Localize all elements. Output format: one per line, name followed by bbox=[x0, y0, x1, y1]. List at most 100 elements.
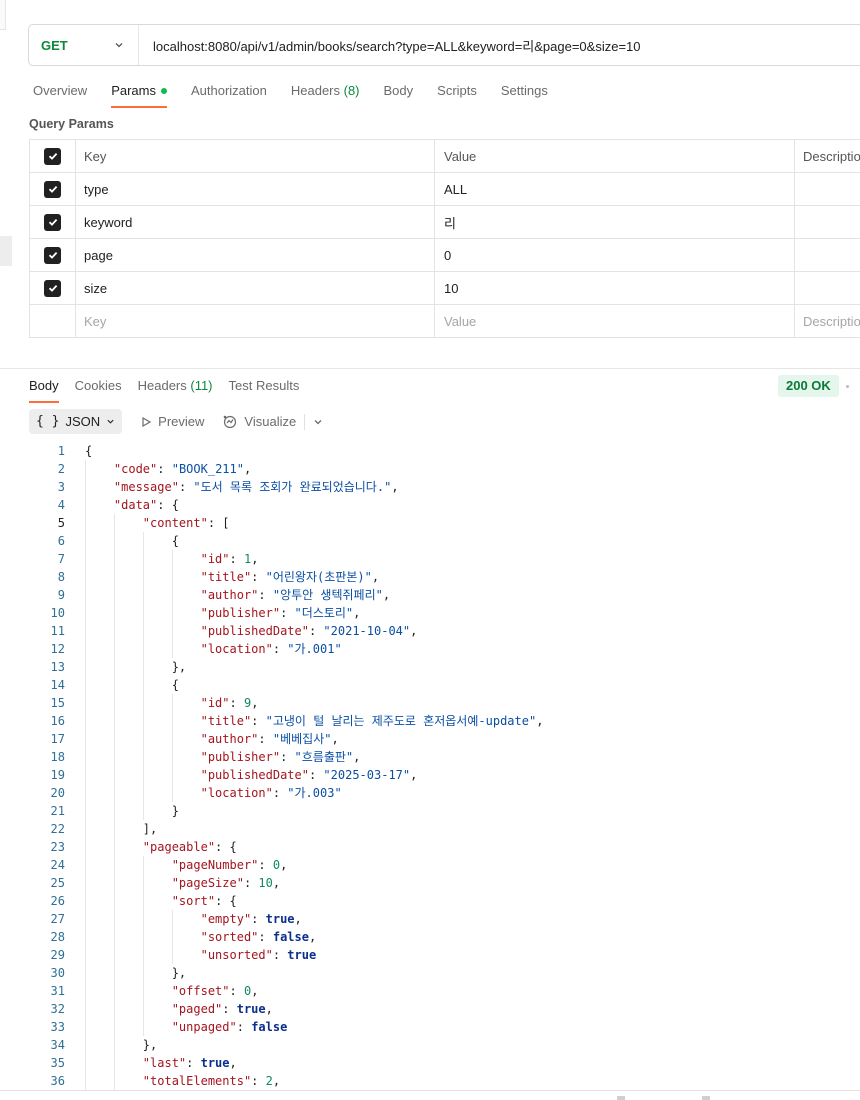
code-content: "location": "가.001" bbox=[65, 640, 342, 658]
code-content: } bbox=[65, 802, 179, 820]
line-number: 7 bbox=[57, 552, 65, 566]
param-key[interactable]: size bbox=[76, 272, 435, 304]
param-value[interactable]: ALL bbox=[435, 173, 795, 205]
tab-label: Settings bbox=[500, 83, 548, 98]
indent-guide bbox=[113, 730, 115, 748]
param-key[interactable]: type bbox=[76, 173, 435, 205]
code-line: 29 "unsorted": true bbox=[0, 946, 860, 964]
param-value[interactable]: 리 bbox=[435, 206, 795, 238]
url-input[interactable]: localhost:8080/api/v1/admin/books/search… bbox=[153, 38, 641, 54]
code-token: : bbox=[272, 786, 288, 800]
param-enabled-checkbox[interactable] bbox=[44, 246, 61, 264]
select-all-checkbox[interactable] bbox=[44, 147, 61, 165]
indent-guide bbox=[113, 964, 115, 982]
status-badge[interactable]: 200 OK bbox=[778, 375, 839, 397]
method-select[interactable]: GET bbox=[29, 25, 139, 65]
code-token: "publishedDate" bbox=[200, 624, 309, 638]
param-enabled-checkbox[interactable] bbox=[44, 279, 61, 297]
indent-guide bbox=[142, 946, 144, 964]
new-param-key-input[interactable]: Key bbox=[76, 305, 435, 337]
param-description[interactable] bbox=[795, 239, 860, 271]
code-token: 0 bbox=[243, 984, 252, 998]
visualize-label: Visualize bbox=[244, 414, 297, 429]
code-token: false bbox=[251, 1020, 288, 1034]
response-body-editor[interactable]: 1{2 "code": "BOOK_211",3 "message": "도서 … bbox=[0, 442, 860, 1090]
new-param-value-input[interactable]: Value bbox=[435, 305, 795, 337]
code-token: : bbox=[251, 1074, 266, 1088]
param-key[interactable]: page bbox=[76, 239, 435, 271]
indent-guide bbox=[113, 1018, 115, 1036]
check-icon bbox=[48, 152, 57, 160]
tab-authorization[interactable]: Authorization bbox=[191, 82, 267, 108]
format-select[interactable]: { } JSON bbox=[29, 409, 123, 434]
indent-guide bbox=[85, 532, 86, 550]
indent-guide bbox=[85, 694, 86, 712]
code-token: , bbox=[265, 1002, 273, 1016]
code-token: , bbox=[353, 750, 361, 764]
param-key[interactable]: keyword bbox=[76, 206, 435, 238]
indent-guide bbox=[113, 550, 115, 568]
tab-headers[interactable]: Headers (8) bbox=[291, 82, 360, 108]
code-token: "id" bbox=[200, 696, 230, 710]
param-enabled-checkbox[interactable] bbox=[44, 180, 61, 198]
tab-overview[interactable]: Overview bbox=[33, 82, 87, 108]
indent-guide bbox=[85, 748, 86, 766]
tab-scripts[interactable]: Scripts bbox=[437, 82, 477, 108]
param-enabled-checkbox[interactable] bbox=[44, 213, 61, 231]
line-number: 25 bbox=[50, 876, 65, 890]
indent-guide bbox=[171, 712, 173, 730]
tab-response-body[interactable]: Body bbox=[29, 377, 59, 403]
code-token: : bbox=[186, 1056, 201, 1070]
indent-guide bbox=[142, 658, 144, 676]
indent-guide bbox=[113, 712, 115, 730]
tab-test-results[interactable]: Test Results bbox=[229, 377, 300, 403]
indent-guide bbox=[142, 784, 144, 802]
line-number: 35 bbox=[50, 1056, 65, 1070]
param-description[interactable] bbox=[795, 272, 860, 304]
chevron-down-icon[interactable] bbox=[313, 417, 323, 427]
code-line: 10 "publisher": "더스토리", bbox=[0, 604, 860, 622]
table-row: type ALL bbox=[30, 173, 860, 206]
visualize-button[interactable]: Visualize bbox=[222, 414, 296, 430]
param-value[interactable]: 0 bbox=[435, 239, 795, 271]
code-content: { bbox=[65, 676, 179, 694]
tab-settings[interactable]: Settings bbox=[501, 82, 548, 108]
indent-guide bbox=[113, 532, 115, 550]
param-value[interactable]: 10 bbox=[435, 272, 795, 304]
status-bar-marker bbox=[702, 1096, 710, 1100]
param-description[interactable] bbox=[795, 206, 860, 238]
query-params-title: Query Params bbox=[29, 117, 114, 131]
indent-space bbox=[85, 480, 114, 494]
new-param-description-input[interactable]: Description bbox=[795, 305, 860, 337]
code-line: 4 "data": { bbox=[0, 496, 860, 514]
indent-space bbox=[85, 858, 172, 872]
tab-cookies[interactable]: Cookies bbox=[75, 377, 122, 403]
code-content: { bbox=[65, 532, 179, 550]
indent-guide bbox=[142, 1000, 144, 1018]
code-content: "id": 1, bbox=[65, 550, 258, 568]
left-sidebar-edge bbox=[0, 0, 14, 1100]
preview-button[interactable]: Preview bbox=[140, 414, 204, 429]
code-token: 1 bbox=[243, 552, 252, 566]
code-token: { bbox=[171, 534, 179, 548]
pane-divider[interactable] bbox=[0, 368, 860, 369]
code-content: }, bbox=[65, 964, 186, 982]
param-description[interactable] bbox=[795, 173, 860, 205]
line-number: 28 bbox=[50, 930, 65, 944]
indent-guide bbox=[113, 1036, 115, 1054]
tab-body[interactable]: Body bbox=[384, 82, 414, 108]
indent-guide bbox=[113, 604, 115, 622]
indent-guide bbox=[113, 748, 115, 766]
code-line: 27 "empty": true, bbox=[0, 910, 860, 928]
indent-guide bbox=[113, 874, 115, 892]
tab-params[interactable]: Params bbox=[111, 82, 167, 108]
code-token: : bbox=[258, 732, 273, 746]
indent-guide bbox=[142, 964, 144, 982]
tab-response-headers[interactable]: Headers (11) bbox=[138, 377, 213, 403]
code-token: : bbox=[236, 1020, 252, 1034]
indent-guide bbox=[85, 874, 86, 892]
code-token: : { bbox=[215, 840, 237, 854]
indent-guide bbox=[85, 784, 86, 802]
code-token: , bbox=[331, 732, 339, 746]
line-number: 21 bbox=[50, 804, 65, 818]
